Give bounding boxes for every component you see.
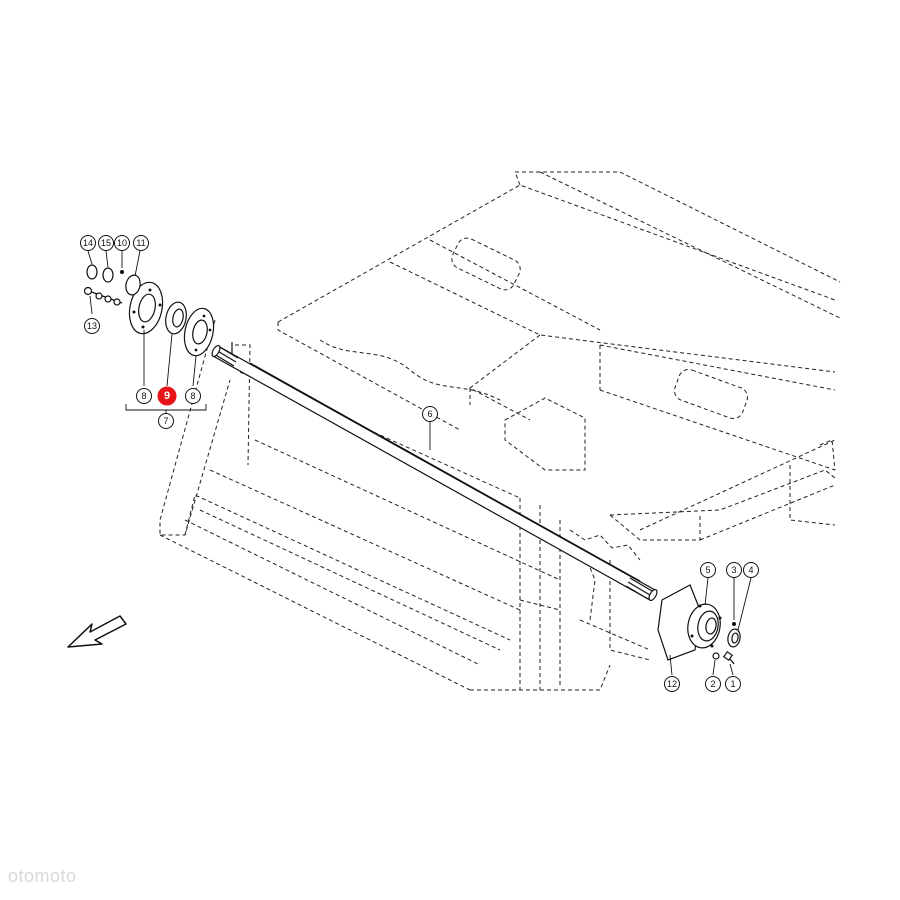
callout-12[interactable]: 12 — [664, 676, 680, 692]
callout-8-right[interactable]: 8 — [185, 388, 201, 404]
callout-8-left[interactable]: 8 — [136, 388, 152, 404]
svg-text:13: 13 — [87, 321, 97, 331]
left-bearing-assembly — [83, 264, 215, 357]
callout-1[interactable]: 1 — [725, 676, 741, 692]
callout-4[interactable]: 4 — [743, 562, 759, 578]
svg-text:10: 10 — [117, 238, 127, 248]
callout-3[interactable]: 3 — [726, 562, 742, 578]
callout-2[interactable]: 2 — [705, 676, 721, 692]
callout-7[interactable]: 7 — [158, 413, 174, 429]
svg-text:4: 4 — [748, 565, 753, 575]
svg-text:1: 1 — [730, 679, 735, 689]
svg-text:11: 11 — [136, 238, 145, 248]
svg-text:14: 14 — [83, 238, 93, 248]
callout-14[interactable]: 14 — [80, 235, 96, 251]
watermark-text: otomoto — [8, 866, 77, 886]
arrow-front-icon — [67, 615, 127, 648]
svg-text:5: 5 — [705, 565, 710, 575]
svg-text:15: 15 — [101, 238, 111, 248]
drive-shaft — [211, 342, 658, 602]
right-bearing-assembly — [657, 584, 741, 665]
callout-15[interactable]: 15 — [98, 235, 114, 251]
callout-9[interactable]: 9 — [157, 386, 177, 406]
svg-text:8: 8 — [141, 391, 146, 401]
leader-lines — [87, 250, 752, 676]
callout-6[interactable]: 6 — [422, 406, 438, 422]
callout-13[interactable]: 13 — [84, 318, 100, 334]
machine-frame-outline — [159, 171, 841, 691]
callout-5[interactable]: 5 — [700, 562, 716, 578]
svg-text:6: 6 — [427, 409, 432, 419]
svg-text:9: 9 — [164, 390, 170, 402]
callout-11[interactable]: 11 — [133, 235, 149, 251]
svg-text:8: 8 — [190, 391, 195, 401]
svg-text:3: 3 — [731, 565, 736, 575]
svg-text:2: 2 — [710, 679, 715, 689]
svg-text:7: 7 — [163, 416, 168, 426]
svg-text:12: 12 — [667, 679, 677, 689]
callout-10[interactable]: 10 — [114, 235, 130, 251]
